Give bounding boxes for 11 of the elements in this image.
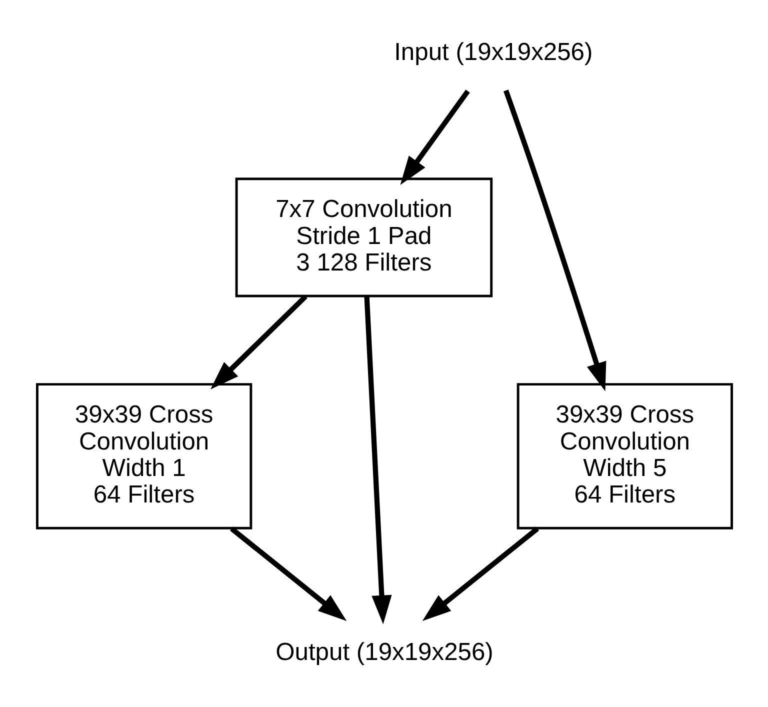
arrow: [503, 90, 606, 392]
arrow: [210, 294, 307, 390]
node-text: Input (19x19x256): [394, 38, 592, 66]
arrow: [400, 90, 470, 185]
node-box: 39x39 Cross Convolution Width 1 64 Filters: [35, 383, 252, 530]
node-box: 39x39 Cross Convolution Width 5 64 Filters: [516, 383, 733, 530]
arrow: [229, 526, 346, 622]
node-text: Output (19x19x256): [275, 638, 493, 666]
arrow: [364, 296, 392, 624]
node-box: 7x7 Convolution Stride 1 Pad 3 128 Filters: [234, 178, 492, 298]
arrow: [422, 526, 539, 622]
